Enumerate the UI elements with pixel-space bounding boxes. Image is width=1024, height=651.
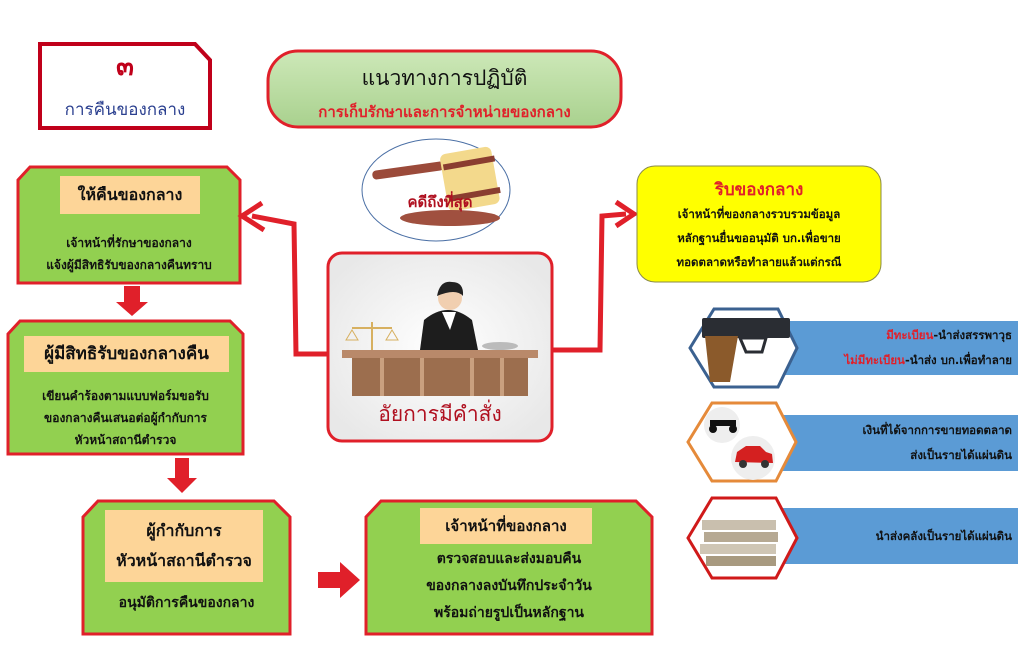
step-2-line: หัวหน้าสถานีตำรวจ bbox=[74, 433, 177, 447]
confiscate-line: ทอดตลาดหรือทำลายแล้วแต่กรณี bbox=[676, 255, 842, 269]
outcome-1-line: มีทะเบียน-นำส่งสรรพาวุธ bbox=[800, 323, 1012, 348]
outcome-2-line: ส่งเป็นรายได้แผ่นดิน bbox=[910, 448, 1012, 462]
step-2-line: ของกลางคืนเสนอต่อผู้กำกับการ bbox=[44, 411, 207, 425]
registered-label: มีทะเบียน bbox=[886, 328, 934, 342]
confiscate-box bbox=[636, 165, 882, 283]
step-2-text: เขียนคำร้องตามแบบฟอร์มขอรับ ของกลางคืนเส… bbox=[8, 385, 243, 451]
arrow-down-1 bbox=[116, 286, 148, 316]
arrow-down-2 bbox=[167, 458, 197, 493]
prosecutor-label: อัยการมีคำสั่ง bbox=[378, 402, 502, 426]
unregistered-label: ไม่มีทะเบียน bbox=[844, 353, 905, 367]
outcome-bar-2 bbox=[780, 415, 1018, 471]
outcome-1-text: มีทะเบียน-นำส่งสรรพาวุธ ไม่มีทะเบียน-นำส… bbox=[800, 323, 1012, 373]
step-3-text: อนุมัติการคืนของกลาง bbox=[118, 595, 255, 611]
step-1-line: แจ้งผู้มีสิทธิรับของกลางคืนทราบ bbox=[46, 258, 212, 272]
arrow-left-head bbox=[237, 200, 266, 233]
step-4-line: ของกลางลงบันทึกประจำวัน bbox=[426, 578, 592, 594]
confiscate-line: เจ้าหน้าที่ของกลางรวบรวมข้อมูล bbox=[677, 207, 841, 221]
step-1-title: ให้คืนของกลาง bbox=[60, 176, 200, 214]
step-1-line: เจ้าหน้าที่รักษาของกลาง bbox=[66, 236, 192, 250]
outcome-bar-3 bbox=[780, 508, 1018, 564]
step-4-line: ตรวจสอบและส่งมอบคืน bbox=[436, 551, 582, 567]
step-3-title-line: หัวหน้าสถานีตำรวจ bbox=[116, 551, 252, 570]
step-1-text: เจ้าหน้าที่รักษาของกลาง แจ้งผู้มีสิทธิรั… bbox=[18, 232, 240, 276]
confiscate-line: หลักฐานยื่นขออนุมัติ บก.เพื่อขาย bbox=[677, 231, 841, 245]
step-2-title: ผู้มีสิทธิรับของกลางคืน bbox=[24, 336, 229, 372]
step-4-text: ตรวจสอบและส่งมอบคืน ของกลางลงบันทึกประจำ… bbox=[366, 546, 652, 627]
pistol-icon bbox=[702, 318, 790, 382]
arrow-right-head bbox=[614, 199, 639, 229]
connector-left bbox=[251, 213, 328, 357]
step-3-title: ผู้กำกับการ หัวหน้าสถานีตำรวจ bbox=[105, 510, 263, 582]
section-box bbox=[38, 42, 212, 130]
prosecutor-icon bbox=[342, 281, 538, 396]
arrow-right-3 bbox=[318, 562, 360, 598]
section-title: การคืนของกลาง bbox=[64, 100, 186, 120]
header-subtitle: การเก็บรักษาและการจำหน่ายของกลาง bbox=[318, 103, 571, 121]
outcome-1-line: ไม่มีทะเบียน-นำส่ง บก.เพื่อทำลาย bbox=[800, 348, 1012, 373]
outcome-2-line: เงินที่ได้จากการขายทอดตลาด bbox=[862, 423, 1012, 437]
gavel-label: คดีถึงที่สุด bbox=[407, 193, 473, 211]
step-2-line: เขียนคำร้องตามแบบฟอร์มขอรับ bbox=[42, 389, 209, 403]
step-4-line: พร้อมถ่ายรูปเป็นหลักฐาน bbox=[433, 605, 584, 621]
header-pill bbox=[266, 49, 623, 129]
confiscate-title: ริบของกลาง bbox=[714, 180, 804, 200]
vehicles-icon bbox=[704, 407, 775, 480]
outcome-3-text: นำส่งคลังเป็นรายได้แผ่นดิน bbox=[875, 529, 1012, 543]
connector-right bbox=[552, 211, 627, 353]
step-4-title: เจ้าหน้าที่ของกลาง bbox=[420, 508, 592, 544]
registered-action: -นำส่งสรรพาวุธ bbox=[933, 328, 1012, 342]
outcome-bar-1 bbox=[780, 321, 1018, 375]
unregistered-action: -นำส่ง บก.เพื่อทำลาย bbox=[904, 353, 1012, 367]
money-icon bbox=[700, 520, 778, 566]
outcome-2-text: เงินที่ได้จากการขายทอดตลาด ส่งเป็นรายได้… bbox=[800, 418, 1012, 468]
confiscate-text: เจ้าหน้าที่ของกลางรวบรวมข้อมูล หลักฐานยื… bbox=[637, 202, 881, 274]
section-number: ๓ bbox=[116, 52, 134, 82]
header-title: แนวทางการปฏิบัติ bbox=[361, 66, 528, 90]
gavel-icon bbox=[372, 146, 501, 226]
step-3-title-line: ผู้กำกับการ bbox=[146, 521, 222, 540]
